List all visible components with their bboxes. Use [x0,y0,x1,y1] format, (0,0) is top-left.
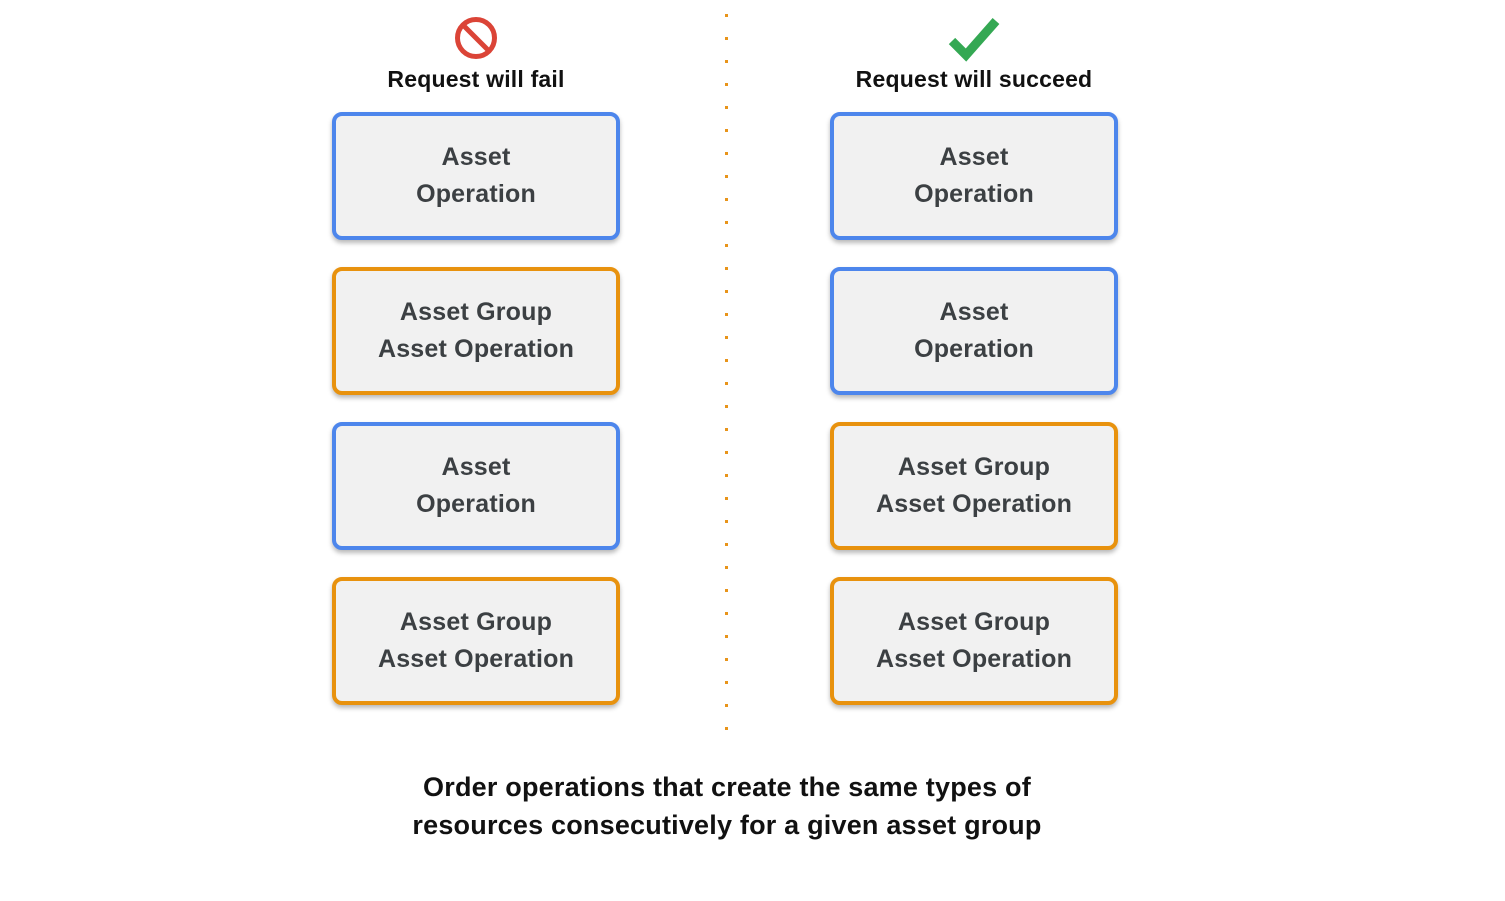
box-label-line: Asset [441,143,511,171]
asset-group-asset-operation-box: Asset Group Asset Operation [830,422,1118,550]
fail-column-header: Request will fail [332,12,620,112]
succeed-column: Request will succeed Asset Operation Ass… [830,12,1118,732]
box-label-line: Operation [416,490,536,518]
box-label-line: Asset [441,453,511,481]
succeed-column-title: Request will succeed [855,66,1093,92]
succeed-column-header: Request will succeed [830,12,1118,112]
asset-group-asset-operation-box: Asset Group Asset Operation [830,577,1118,705]
caption-line: resources consecutively for a given asse… [412,810,1042,840]
box-label-line: Asset Operation [377,645,575,673]
asset-group-asset-operation-box: Asset Group Asset Operation [332,577,620,705]
box-label-line: Asset [939,298,1009,326]
asset-operation-box: Asset Operation [830,112,1118,240]
asset-operation-box: Asset Operation [332,112,620,240]
diagram-caption: Order operations that create the same ty… [327,768,1127,844]
caption-line: Order operations that create the same ty… [423,772,1031,802]
dotted-divider [725,14,728,737]
box-label-line: Asset Group [399,298,553,326]
box-label-line: Operation [914,180,1034,208]
asset-operation-box: Asset Operation [830,267,1118,395]
box-label-line: Asset Group [399,608,553,636]
box-label-line: Asset Group [897,453,1051,481]
box-label-line: Operation [416,180,536,208]
prohibition-icon [453,12,499,64]
fail-column: Request will fail Asset Operation Asset … [332,12,620,732]
box-label-line: Asset Operation [377,335,575,363]
box-label-line: Asset [939,143,1009,171]
box-label-line: Operation [914,335,1034,363]
box-label-line: Asset Group [897,608,1051,636]
checkmark-icon [944,12,1004,64]
box-label-line: Asset Operation [875,490,1073,518]
fail-column-title: Request will fail [387,66,565,92]
asset-group-asset-operation-box: Asset Group Asset Operation [332,267,620,395]
box-label-line: Asset Operation [875,645,1073,673]
asset-operation-box: Asset Operation [332,422,620,550]
